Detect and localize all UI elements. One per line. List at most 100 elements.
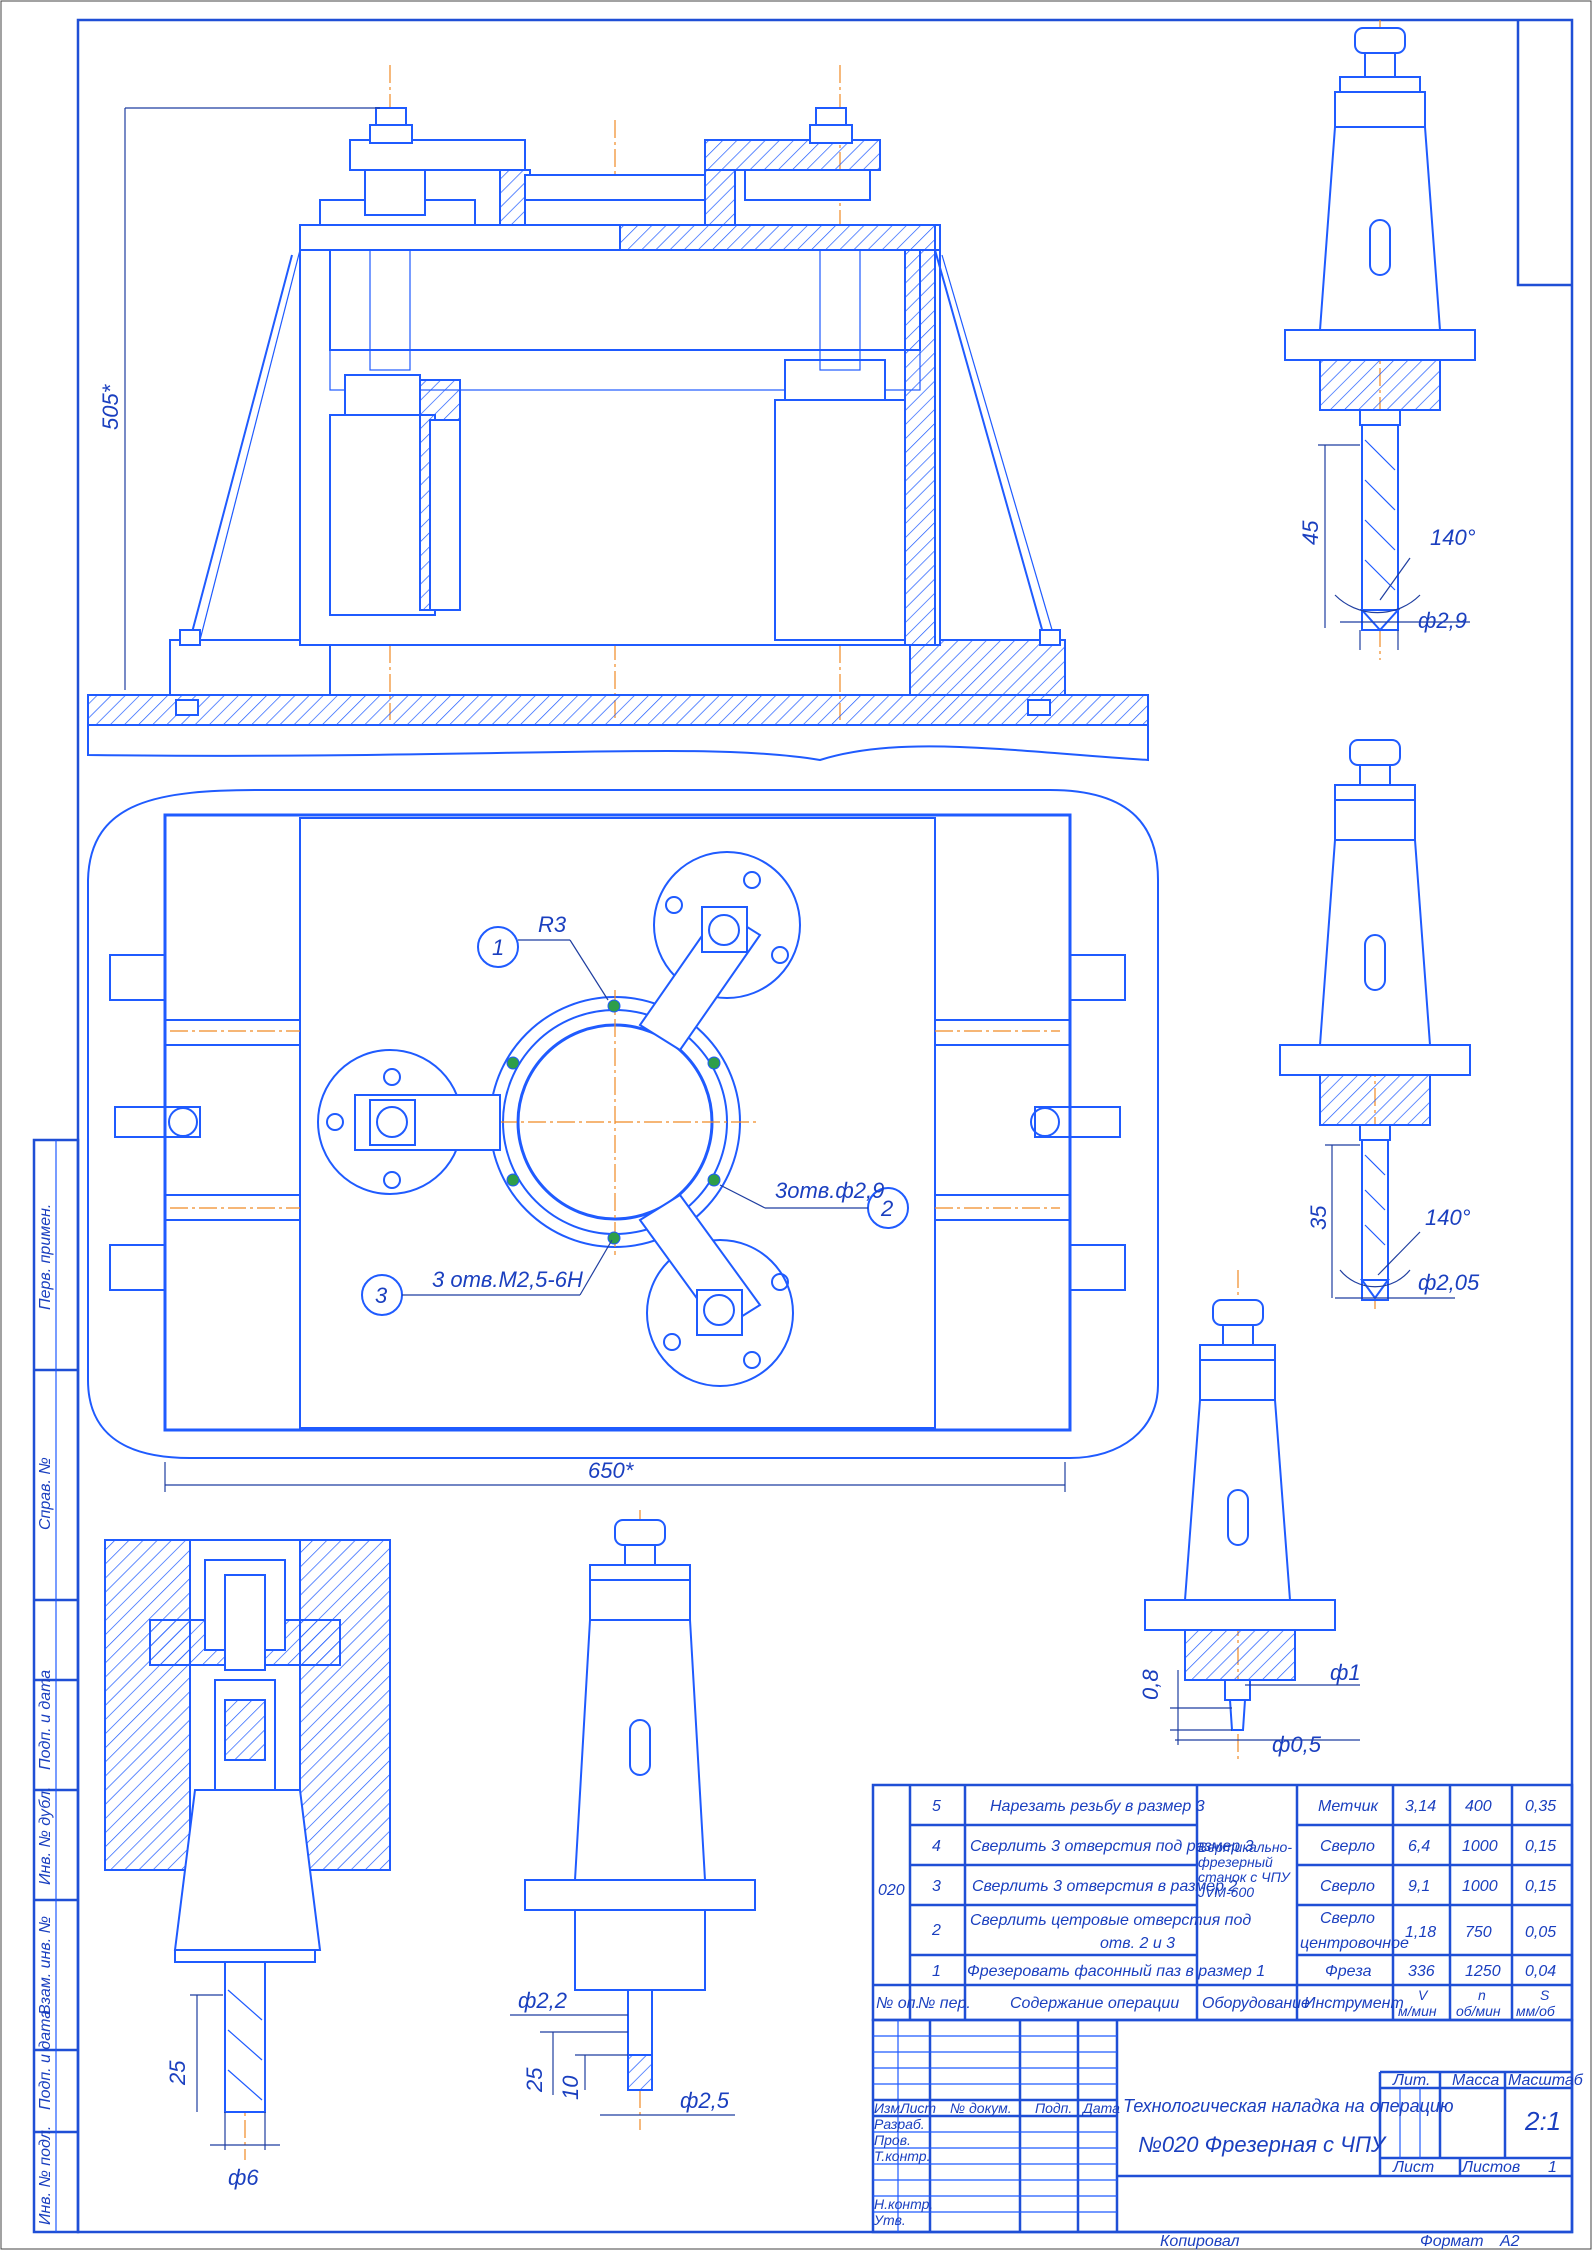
side-label-vzam: Взам. инв. № [37, 1916, 54, 2015]
row4-rpm: 1000 [1462, 1838, 1498, 1855]
hdr-equipment: Оборудование [1202, 1995, 1310, 2012]
drill29-length: 45 [1298, 520, 1323, 545]
lbl-list: Лист [1392, 2159, 1434, 2176]
hdr-n-unit: об/мин [1456, 2003, 1501, 2019]
height-dim-label: 505* [98, 383, 123, 430]
row1-tool: Фреза [1325, 1963, 1372, 1980]
side-label-sprav: Справ. № [37, 1457, 54, 1530]
callout-3-text: 3 [375, 1283, 388, 1308]
row5-n: 5 [932, 1798, 941, 1815]
row3-tool: Сверло [1320, 1878, 1375, 1895]
row3-v: 9,1 [1408, 1878, 1430, 1895]
hdr-tool: Инструмент [1304, 1995, 1404, 2012]
row2-content-1: Сверлить цетровые отверстия под [970, 1912, 1251, 1929]
row3-content: Сверлить 3 отверстия в размер 2 [972, 1878, 1237, 1895]
row5-s: 0,35 [1525, 1798, 1556, 1815]
hdr-v-unit: м/мин [1398, 2003, 1437, 2019]
label-r3: R3 [538, 912, 567, 937]
row4-n: 4 [932, 1838, 941, 1855]
tool-cutter: ф2,2 25 10 ф2,5 [510, 1510, 756, 2130]
side-label-perv: Перв. примен. [37, 1204, 54, 1310]
drill205-angle: 140° [1425, 1205, 1471, 1230]
title-line1: Технологическая наладка на операцию [1123, 2096, 1453, 2116]
drill205-length: 35 [1306, 1205, 1331, 1230]
row4-s: 0,15 [1525, 1838, 1556, 1855]
side-label-podp1: Подп. и дата [37, 1670, 54, 1770]
val-format: A2 [1499, 2233, 1520, 2250]
side-label-podl: Инв. № подл. [37, 2126, 54, 2225]
drill29-diameter: ф2,9 [1418, 608, 1467, 633]
cutter-length: 25 [522, 2067, 547, 2093]
r-utv: Утв. [873, 2212, 906, 2228]
tool-tap: 25 ф6 [104, 1539, 391, 2190]
hdr-s-top: S [1540, 1987, 1550, 2003]
cdrill-d1: ф1 [1330, 1660, 1361, 1685]
hdr-n-top: n [1478, 1987, 1486, 2003]
tool-center-drill: 0,8 ф1 ф0,5 [1138, 1270, 1361, 1760]
cutter-dshank: ф2,2 [518, 1988, 567, 2013]
fixture-front-view [87, 65, 1149, 762]
hdr-step: № пер. [918, 1995, 971, 2012]
label-3: 3 отв.M2,5-6H [432, 1267, 583, 1292]
row5-tool: Метчик [1318, 1798, 1380, 1815]
row2-v: 1,18 [1405, 1924, 1436, 1941]
plan-callouts: 1 R3 2 3отв.ф2,9 3 3 отв.M2,5-6H 650* [164, 912, 1066, 1492]
side-label-podp2: Подп. и дата [37, 2010, 54, 2110]
height-dimension: 505* [98, 107, 380, 690]
row1-content: Фрезеровать фасонный паз в размер 1 [967, 1963, 1265, 1980]
side-labels: Перв. примен. Справ. № Подп. и дата Инв.… [37, 1204, 54, 2225]
row5-v: 3,14 [1405, 1798, 1436, 1815]
row4-v: 6,4 [1408, 1838, 1430, 1855]
width-dim-label: 650* [588, 1458, 635, 1483]
cdrill-d2: ф0,5 [1272, 1732, 1322, 1757]
row5-content: Нарезать резьбу в размер 3 [990, 1798, 1205, 1815]
lbl-lit: Лит. [1392, 2072, 1430, 2089]
h-list: Лист [899, 2100, 936, 2116]
row1-n: 1 [932, 1963, 941, 1980]
row2-tool-1: Сверло [1320, 1910, 1375, 1927]
cutter-flute: 10 [558, 2075, 583, 2100]
row1-rpm: 1250 [1465, 1963, 1501, 1980]
row1-s: 0,04 [1525, 1963, 1556, 1980]
label-2: 3отв.ф2,9 [775, 1178, 884, 1203]
hdr-op: № оп. [876, 1995, 920, 2012]
op-number: 020 [878, 1882, 905, 1899]
r-tkontr: Т.контр. [874, 2148, 930, 2164]
title-block [871, 2018, 1574, 2234]
lbl-copied: Копировал [1160, 2233, 1240, 2250]
tap-diameter: ф6 [228, 2165, 259, 2190]
equipment-text: Вертикально-фрезерный станок с ЧПУ JVM-6… [1198, 1840, 1293, 1900]
row5-rpm: 400 [1465, 1798, 1492, 1815]
r-nkontr: Н.контр. [874, 2196, 933, 2212]
h-izm: Изм. [874, 2100, 904, 2116]
side-label-dubl: Инв. № дубл. [37, 1787, 54, 1885]
operations-table-text: 020 Вертикально-фрезерный станок с ЧПУ J… [876, 1798, 1556, 2019]
fixture-plan-view [87, 789, 1159, 1459]
row2-n: 2 [931, 1922, 941, 1939]
tool-drill-205: 35 140° ф2,05 [1279, 739, 1480, 1310]
val-listov: 1 [1548, 2159, 1557, 2176]
tool-drill-29: 45 140° ф2,9 [1284, 20, 1476, 660]
row2-content-2: отв. 2 и 3 [1100, 1935, 1175, 1952]
hdr-content: Содержание операции [1010, 1995, 1179, 2012]
row1-v: 336 [1408, 1963, 1435, 1980]
row2-s: 0,05 [1525, 1924, 1556, 1941]
row4-content: Сверлить 3 отверстия под размер 3 [970, 1838, 1254, 1855]
title-block-text: Технологическая наладка на операцию №020… [873, 2072, 1584, 2250]
row4-tool: Сверло [1320, 1838, 1375, 1855]
drill205-diameter: ф2,05 [1418, 1270, 1480, 1295]
r-razrab: Разраб. [874, 2116, 925, 2132]
cutter-dcut: ф2,5 [680, 2088, 730, 2113]
callout-1-text: 1 [492, 935, 504, 960]
drill29-angle: 140° [1430, 525, 1476, 550]
tap-length: 25 [165, 2060, 190, 2086]
lbl-masshtab: Масштаб [1508, 2072, 1584, 2089]
row3-s: 0,15 [1525, 1878, 1556, 1895]
callout-2-text: 2 [880, 1196, 893, 1221]
cdrill-offset: 0,8 [1138, 1669, 1163, 1700]
row3-rpm: 1000 [1462, 1878, 1498, 1895]
lbl-listov: Листов [1461, 2159, 1520, 2176]
hdr-s-unit: мм/об [1516, 2003, 1556, 2019]
